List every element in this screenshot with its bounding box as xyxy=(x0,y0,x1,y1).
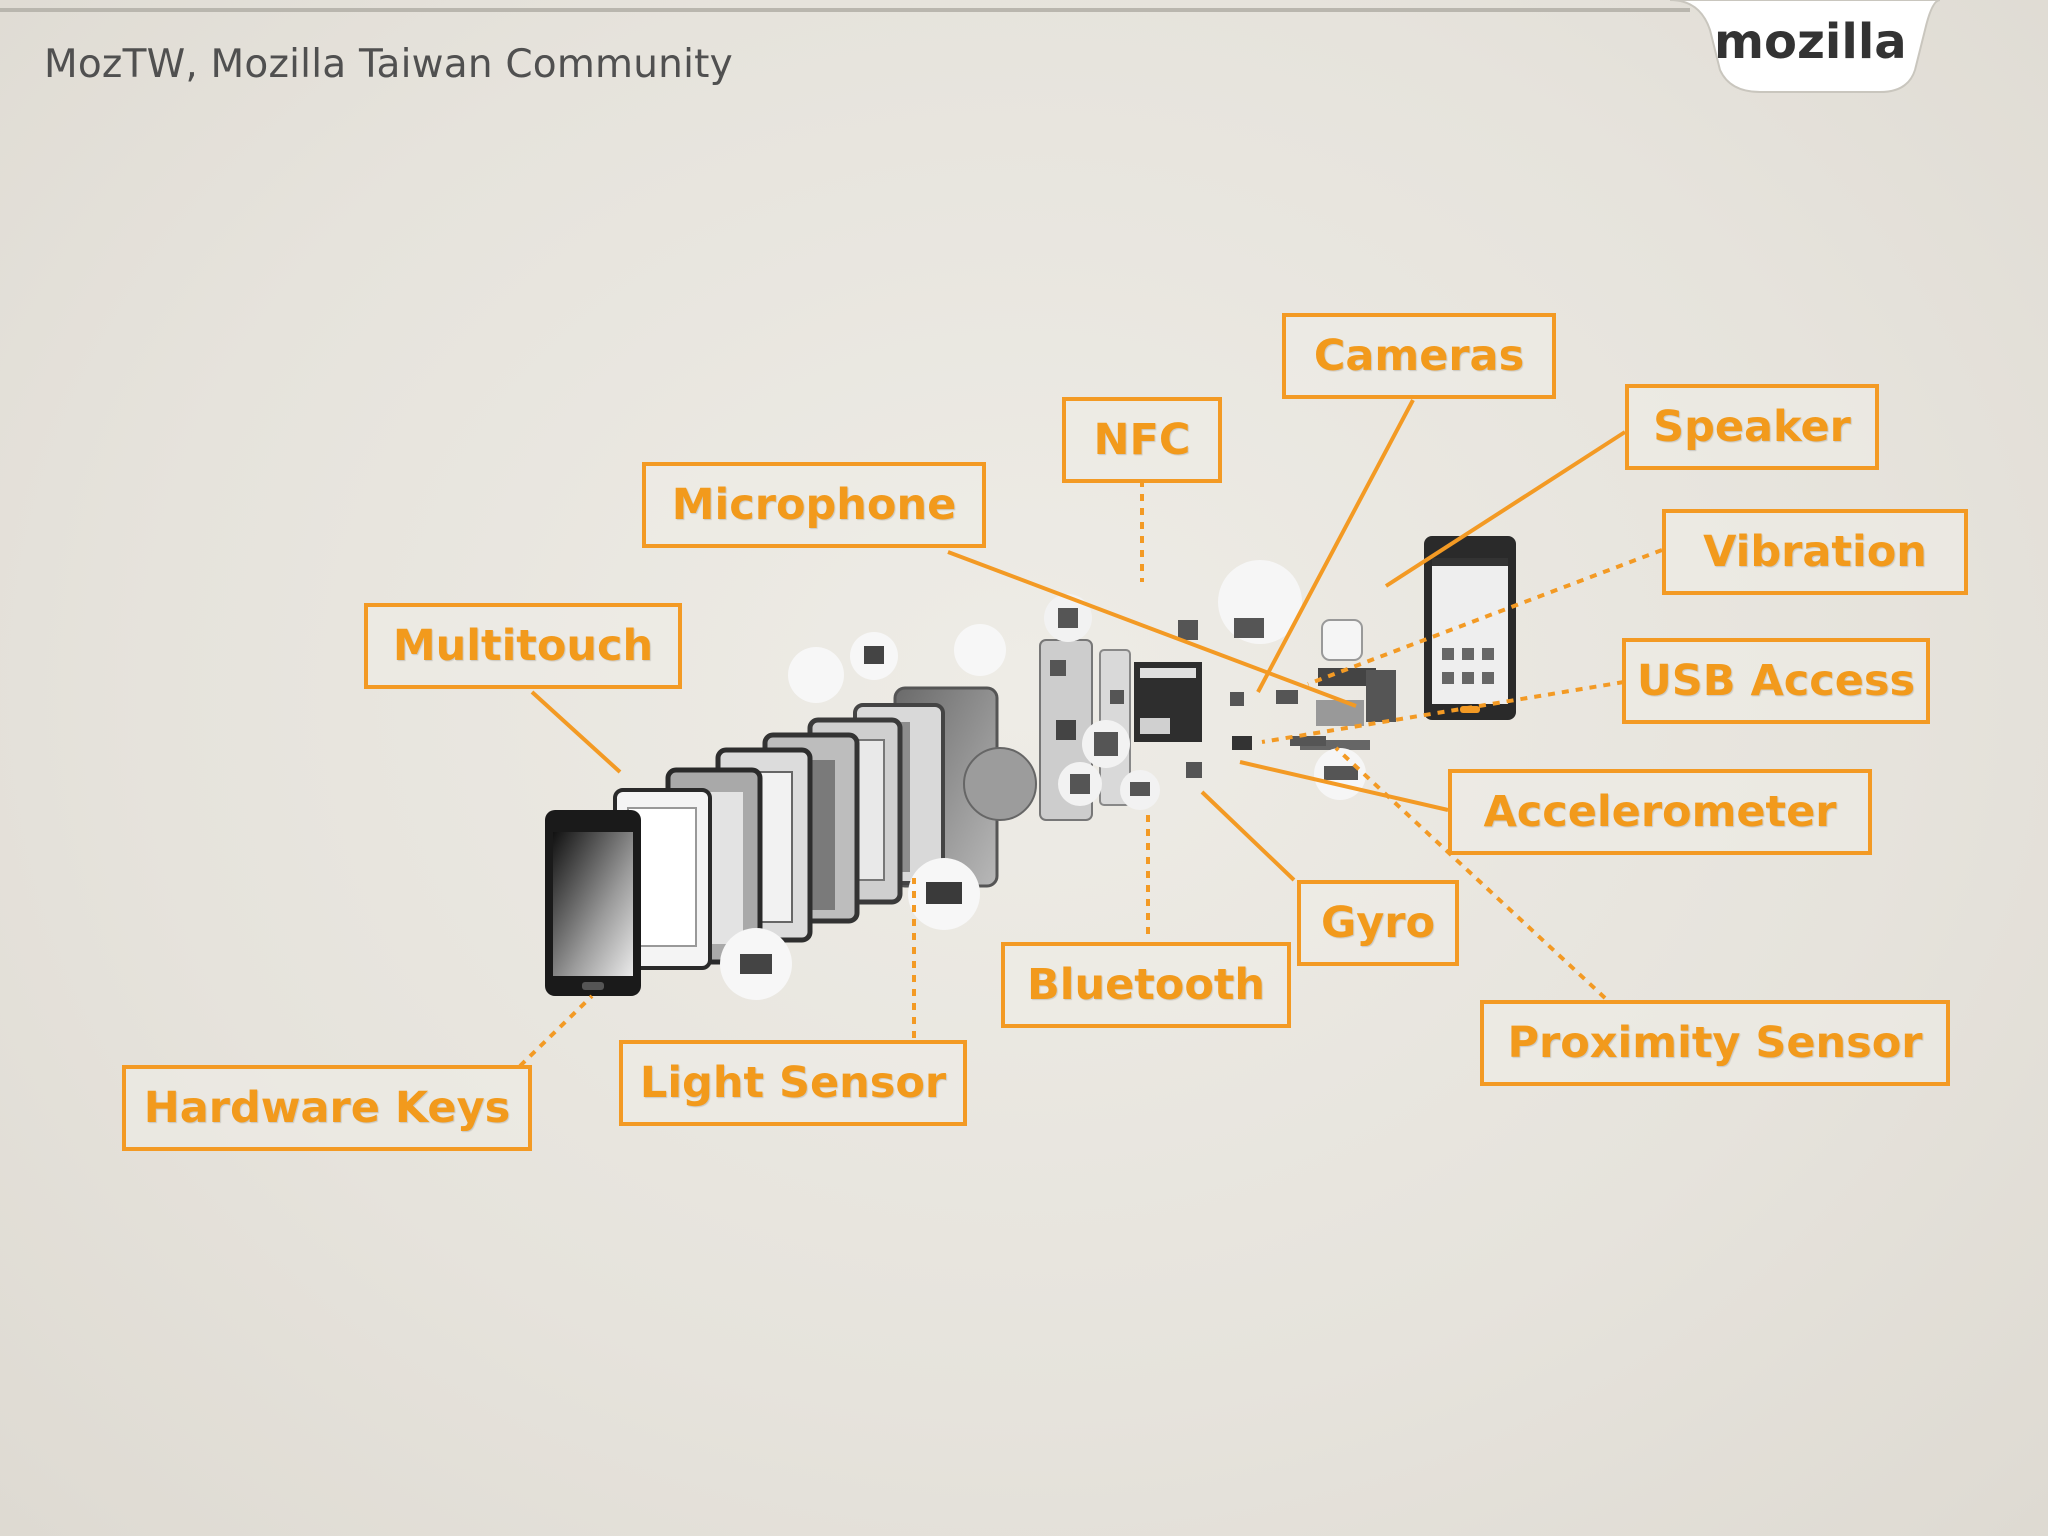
label-vibration: Vibration xyxy=(1662,509,1968,595)
mozilla-logo: mozilla xyxy=(1714,14,1907,70)
label-hardware-keys: Hardware Keys xyxy=(122,1065,532,1151)
battery xyxy=(1134,662,1202,742)
label-nfc: NFC xyxy=(1062,397,1222,483)
label-gyro: Gyro xyxy=(1297,880,1459,966)
small-components xyxy=(1178,560,1396,800)
front-phone xyxy=(545,810,641,996)
header-rule xyxy=(0,8,1690,12)
logo-tab xyxy=(1669,0,1940,93)
assembled-phone xyxy=(1424,536,1516,720)
label-light-sensor: Light Sensor xyxy=(619,1040,967,1126)
label-multitouch: Multitouch xyxy=(364,603,682,689)
circuit-board xyxy=(1039,594,1160,821)
label-speaker: Speaker xyxy=(1625,384,1879,470)
connector-lines xyxy=(518,399,1663,1068)
label-microphone: Microphone xyxy=(642,462,986,548)
label-accelerometer: Accelerometer xyxy=(1448,769,1872,855)
slide-subtitle: MozTW, Mozilla Taiwan Community xyxy=(44,42,733,87)
label-cameras: Cameras xyxy=(1282,313,1556,399)
label-usb-access: USB Access xyxy=(1622,638,1930,724)
label-proximity-sensor: Proximity Sensor xyxy=(1480,1000,1950,1086)
label-bluetooth: Bluetooth xyxy=(1001,942,1291,1028)
